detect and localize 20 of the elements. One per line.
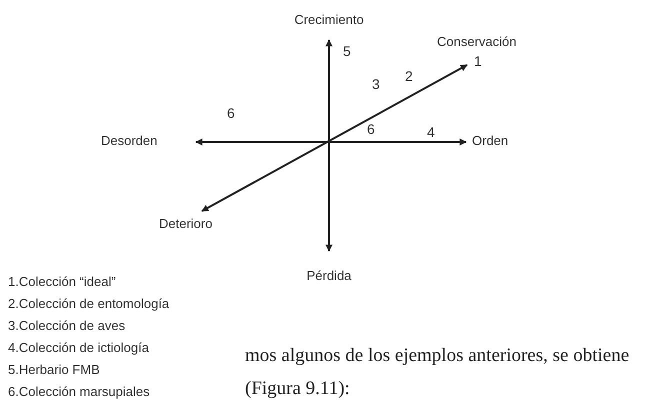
collection-number: 1 <box>474 54 482 70</box>
axis-label: Desorden <box>101 134 158 148</box>
legend-item: 4.Colección de ictiología <box>8 341 149 356</box>
axis-label: Pérdida <box>306 269 352 284</box>
paragraph: mos algunos de los ejemplos anteriores, se obtiene (Figura 9.11): <box>245 344 630 401</box>
collection-number: 5 <box>343 44 351 60</box>
legend-item: 1.Colección “ideal” <box>8 275 116 290</box>
collection-number: 6 <box>367 122 375 138</box>
collection-number: 2 <box>405 69 413 84</box>
axis-label: Crecimiento <box>294 13 364 28</box>
axis-label: Orden <box>472 134 508 148</box>
legend-item: 3.Colección de aves <box>8 319 126 334</box>
legend-item: 2.Colección de entomología <box>8 297 170 312</box>
collection-number: 6 <box>227 106 235 122</box>
collection-number: 3 <box>372 77 380 92</box>
legend-item: 6.Colección marsupiales <box>8 385 150 400</box>
collection-number: 4 <box>427 125 435 140</box>
axis-label: Deterioro <box>159 217 212 232</box>
legend-item: 5.Herbario FMB <box>8 363 100 378</box>
axis-label: Conservación <box>437 35 516 50</box>
